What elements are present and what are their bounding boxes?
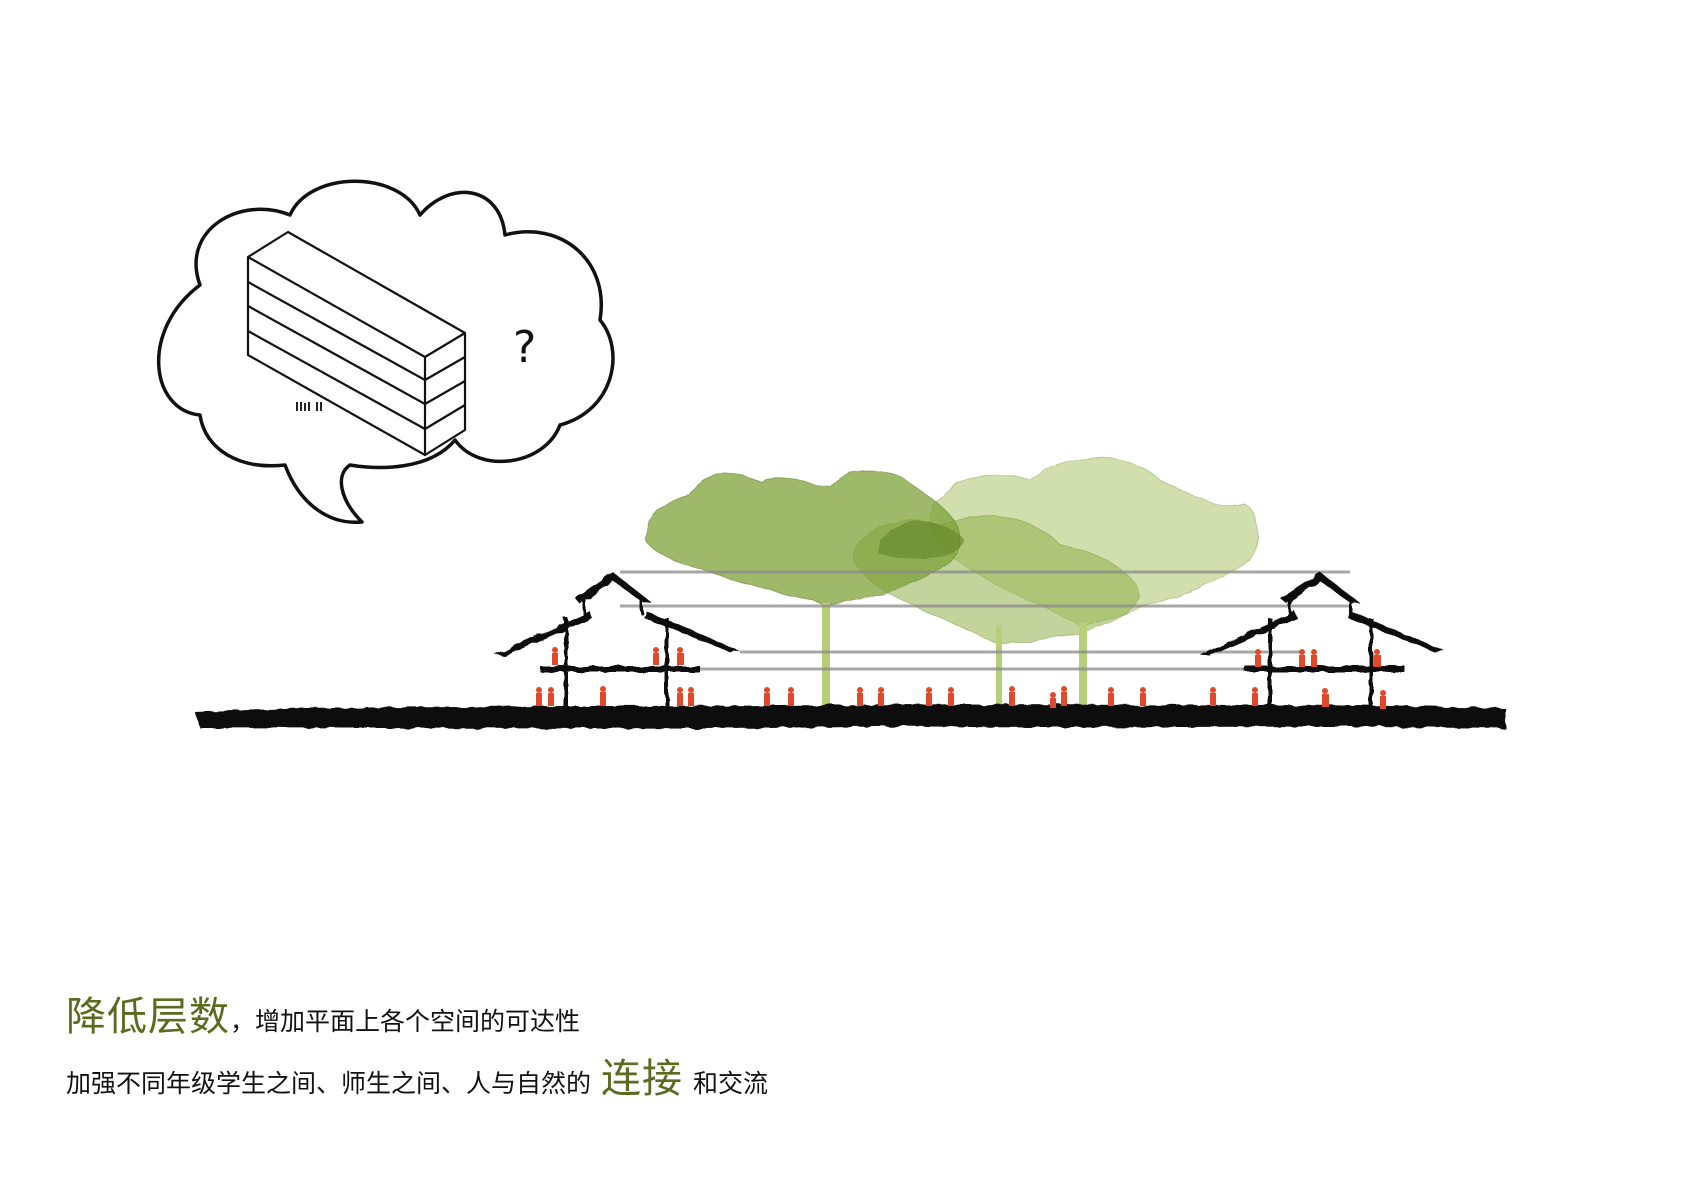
caption-comma: ， xyxy=(230,1007,256,1036)
person-icon xyxy=(677,687,683,706)
person-icon xyxy=(600,686,606,706)
question-mark: ? xyxy=(513,322,536,373)
slab-building-icon xyxy=(246,230,467,457)
person-icon xyxy=(1140,687,1146,706)
person-icon xyxy=(1380,690,1386,709)
lotus-canopy xyxy=(644,456,1259,646)
caption-exchange-text: 和交流 xyxy=(693,1069,769,1098)
caption-accessibility-text: 增加平面上各个空间的可达性 xyxy=(255,1007,581,1036)
person-icon xyxy=(548,687,554,706)
person-icon xyxy=(1050,692,1056,708)
person-icon xyxy=(1061,686,1067,706)
person-icon xyxy=(552,647,558,665)
person-icon xyxy=(1255,649,1261,667)
person-icon xyxy=(688,687,694,706)
person-icon xyxy=(878,687,884,706)
person-icon xyxy=(653,647,659,665)
caption-line-2: 加强不同年级学生之间、师生之间、人与自然的连接和交流 xyxy=(66,1046,768,1104)
person-icon xyxy=(764,687,770,706)
right-pavilion xyxy=(1200,572,1445,712)
caption-highlight-connection: 连接 xyxy=(601,1056,684,1102)
person-icon xyxy=(1009,686,1015,706)
person-icon xyxy=(1108,687,1114,706)
cloud-outline xyxy=(156,179,615,524)
thought-bubble: ? xyxy=(156,179,615,524)
tiny-people-icon xyxy=(296,402,322,411)
caption-highlight-reduce-floors: 降低层数 xyxy=(66,994,230,1040)
person-icon xyxy=(857,687,863,706)
person-icon xyxy=(677,647,684,665)
person-icon xyxy=(926,687,932,706)
ground-ink-stroke xyxy=(195,704,1505,729)
caption-line-1: 降低层数，增加平面上各个空间的可达性 xyxy=(66,984,580,1042)
people-figures xyxy=(536,647,1386,709)
person-icon xyxy=(788,687,794,706)
person-icon xyxy=(1299,649,1305,667)
caption-strengthen-text: 加强不同年级学生之间、师生之间、人与自然的 xyxy=(66,1069,592,1098)
person-icon xyxy=(1311,649,1317,667)
person-icon xyxy=(1374,649,1381,667)
person-icon xyxy=(1252,687,1258,706)
horizontal-cables xyxy=(620,570,1350,671)
person-icon xyxy=(536,687,542,706)
person-icon xyxy=(1210,687,1216,706)
left-pavilion xyxy=(495,572,740,712)
person-icon xyxy=(948,687,954,706)
person-icon xyxy=(1322,688,1329,707)
